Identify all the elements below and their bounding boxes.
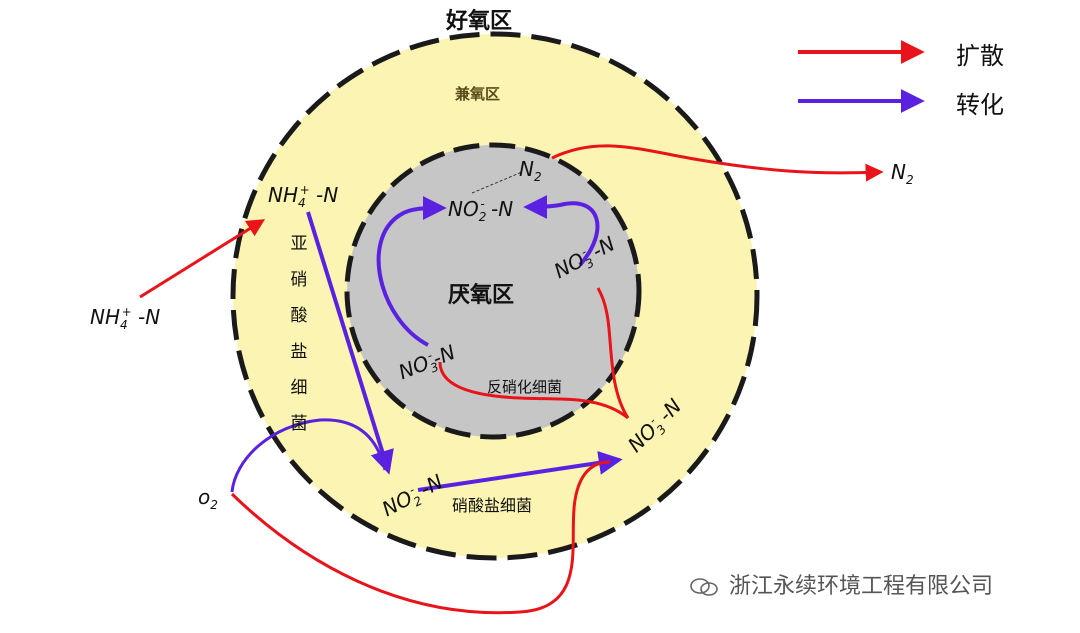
legend-transform-label: 转化 <box>956 91 1004 119</box>
o2-label: o2 <box>198 485 218 512</box>
no2-n2-connector <box>471 171 523 194</box>
oxygen-diffusion-curve <box>230 460 611 615</box>
n2-outer-label: N2 <box>891 160 914 187</box>
anaerobic-zone-circle <box>344 142 642 440</box>
denitrification-right-arrow <box>523 194 600 267</box>
nitrate-bacteria-label: 硝酸盐细菌 <box>452 496 533 515</box>
n2-diffusion-arrow <box>551 144 884 182</box>
denitrification-left-arrow <box>376 196 447 347</box>
oxygen-transform-curve <box>230 418 387 493</box>
nitratation-arrow <box>417 450 623 492</box>
aerobic-zone-label: 好氧区 <box>446 9 513 34</box>
watermark: 浙江永续环境工程有限公司 <box>690 568 993 600</box>
nh4-inner-label: NH4+ -N <box>268 183 339 210</box>
nitritation-arrow <box>306 211 394 475</box>
no2-top-label: NO2- -N <box>448 197 514 224</box>
no3-left-diffusion <box>438 361 629 420</box>
n2-inner-label: N2 <box>519 157 542 184</box>
watermark-text: 浙江永续环境工程有限公司 <box>729 574 994 599</box>
anaerobic-zone-label: 厌氧区 <box>448 283 515 308</box>
nh4-outer-label: NH4+ -N <box>90 305 161 332</box>
wechat-icon <box>690 577 718 597</box>
nh4-diffusion-arrow <box>139 219 266 299</box>
denitrifying-bacteria-label: 反硝化细菌 <box>487 378 563 396</box>
facultative-zone-label: 兼氧区 <box>455 85 501 103</box>
legend-diffusion-label: 扩散 <box>956 42 1004 70</box>
no3-right-diffusion <box>596 287 630 419</box>
nitrite-bacteria-label: 亚 硝 酸 盐 细 菌 <box>290 234 308 434</box>
